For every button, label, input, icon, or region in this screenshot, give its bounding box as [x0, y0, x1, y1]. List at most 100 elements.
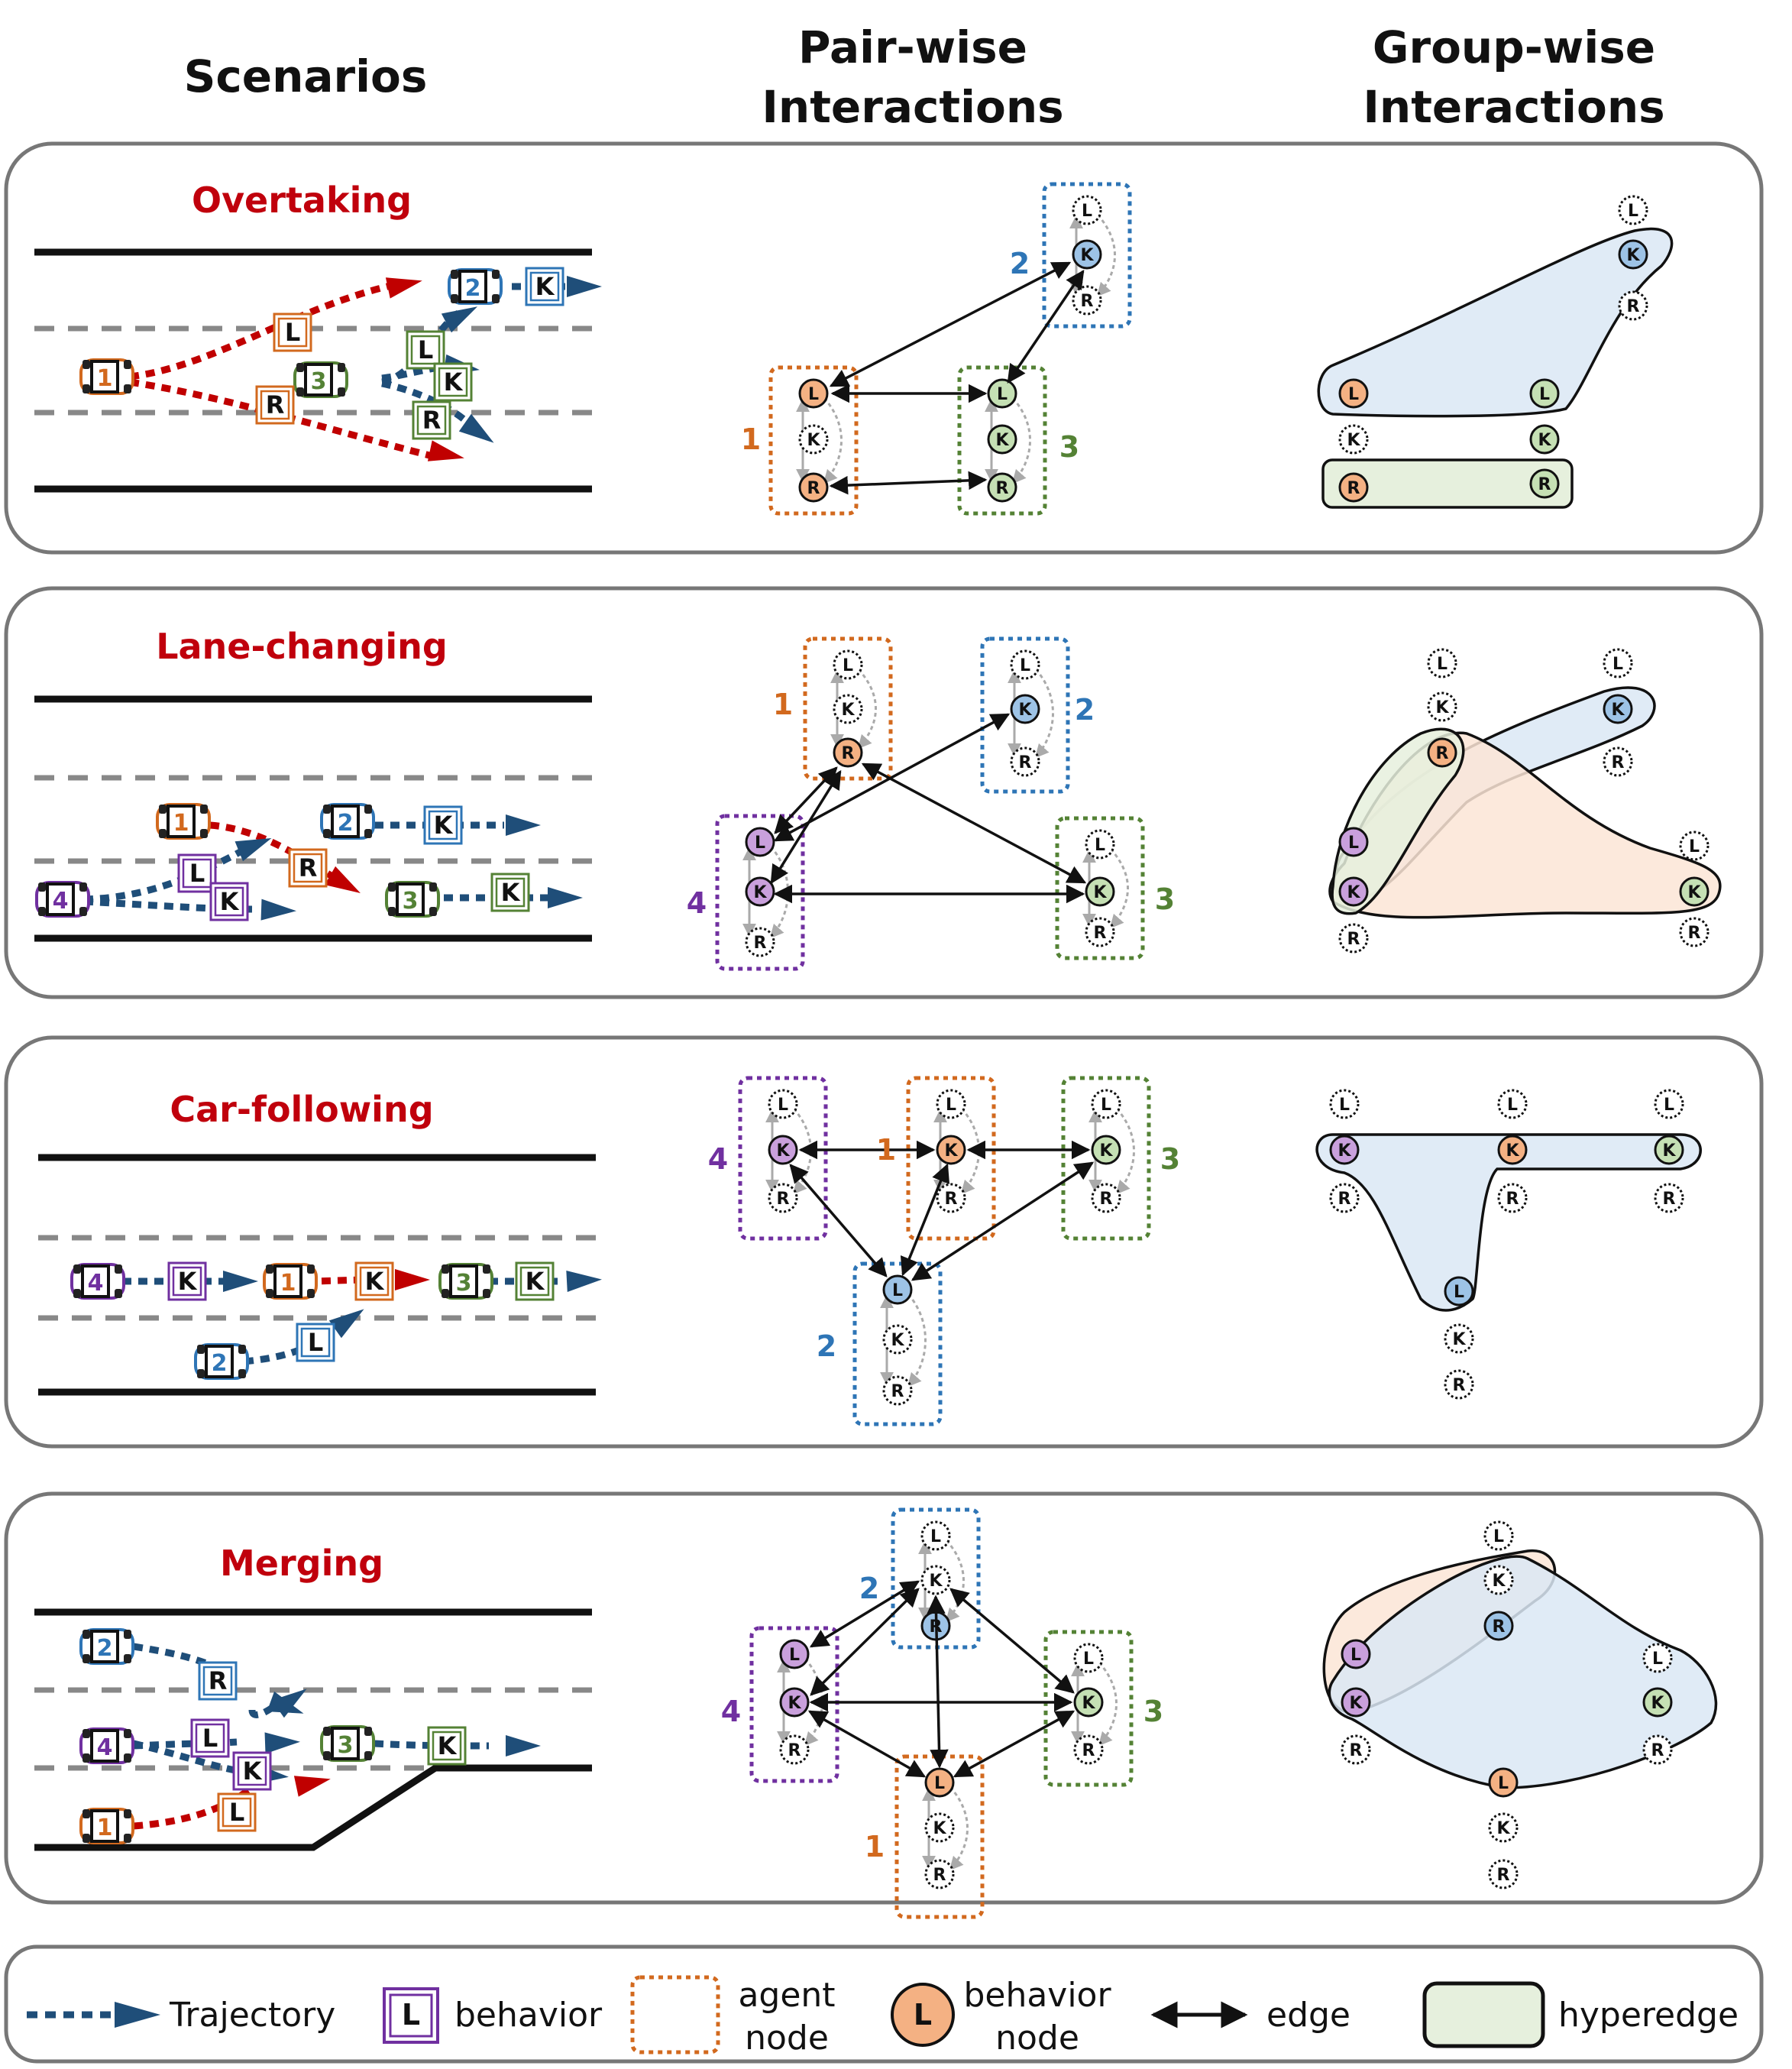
behavior-box-inner: [202, 1666, 233, 1696]
vehicle-number: 3: [456, 1270, 472, 1297]
arrowhead-shape: [235, 838, 272, 862]
trajectory-arrowhead: [441, 306, 478, 333]
vehicle-wheel: [197, 1345, 205, 1354]
vehicle-wheel: [338, 387, 345, 397]
node-letter: K: [1687, 883, 1701, 902]
vehicle-wheel: [124, 360, 131, 369]
behavior-node-L: L: [1603, 648, 1633, 678]
vehicle-wheel: [159, 829, 167, 838]
behavior-box-inner: [410, 335, 441, 365]
header-groupwise-line1: Group-wise: [1373, 21, 1655, 73]
node-letter: R: [1506, 1190, 1519, 1209]
arrowhead-shape: [385, 277, 422, 299]
behavior-node-L: L: [1642, 1643, 1673, 1673]
internal-edge: [1096, 214, 1116, 297]
node-letter: R: [945, 1190, 958, 1209]
node-circle: [1010, 694, 1040, 724]
vehicle-wheel: [388, 882, 396, 892]
behavior-node-L: L: [1085, 829, 1115, 860]
vehicle-wheel: [296, 387, 304, 397]
arrowhead-shape: [293, 1776, 331, 1797]
node-letter: R: [1453, 1376, 1466, 1395]
node-circle: [1618, 195, 1648, 225]
agent-number-label: 2: [817, 1329, 836, 1363]
vehicle-wheel: [364, 1727, 372, 1736]
node-circle: [1085, 876, 1115, 907]
node-letter: R: [788, 1741, 801, 1760]
node-circle: [924, 1859, 955, 1889]
node-letter: R: [1347, 479, 1360, 498]
behavior-box-letter: R: [299, 853, 318, 882]
behavior-box-letter: K: [501, 878, 521, 907]
trajectory-line: [209, 821, 338, 882]
trajectory-arrowhead: [271, 1689, 307, 1718]
arrowhead-shape: [260, 899, 296, 921]
node-letter: L: [997, 385, 1008, 404]
vehicle-wheel: [296, 363, 304, 372]
behavior-node-K: K: [1338, 876, 1369, 907]
behavior-node-R: R: [1679, 917, 1710, 947]
node-letter: K: [1347, 883, 1360, 902]
header-groupwise-line2: Interactions: [1363, 81, 1664, 133]
vehicle-wheel: [338, 363, 345, 372]
behavior-box-L: L: [296, 1323, 335, 1362]
behavior-node-L: L: [1444, 1276, 1474, 1306]
behavior-node-R: R: [1091, 1183, 1121, 1213]
vehicle-wheel: [159, 805, 167, 814]
node-circle: [1338, 472, 1369, 503]
node-circle: [798, 378, 829, 409]
behavior-node-R: R: [1427, 737, 1457, 768]
behavior-box-letter: K: [365, 1267, 385, 1296]
arrowhead-shape: [567, 276, 602, 297]
behavior-node-R: R: [1497, 1183, 1528, 1213]
node-circle: [1091, 1089, 1121, 1119]
behavior-node-R: R: [924, 1859, 955, 1889]
behavior-box-letter: K: [178, 1267, 198, 1296]
vehicle-agent-3: 3: [438, 1263, 493, 1300]
node-circle: [768, 1135, 798, 1165]
behavior-node-K: K: [1085, 876, 1115, 907]
vehicle-number: 1: [97, 365, 113, 392]
behavior-node-R: R: [882, 1375, 913, 1406]
node-letter: K: [933, 1819, 946, 1838]
agent-node-box: [957, 365, 1047, 516]
arrowhead-shape: [458, 413, 494, 443]
behavior-node-K: K: [1483, 1565, 1514, 1595]
agent-node-box: [768, 365, 859, 516]
node-circle: [1603, 746, 1633, 777]
vehicle-wheel: [323, 829, 331, 838]
behavior-node-L: L: [1488, 1767, 1519, 1798]
behavior-box-L: L: [177, 853, 217, 893]
behavior-box-inner: [214, 886, 244, 917]
behavior-node-R: R: [1642, 1734, 1673, 1765]
arrowhead-shape: [506, 814, 541, 836]
legend-frame: [4, 1944, 1764, 2064]
panel-car-following: [4, 1035, 1764, 1449]
node-letter: K: [1349, 1694, 1363, 1713]
vehicle-number: 4: [97, 1734, 113, 1761]
vehicle-wheel: [492, 294, 500, 303]
arrowhead-shape: [566, 1271, 602, 1292]
node-letter: K: [841, 701, 855, 720]
node-letter: R: [1436, 744, 1449, 763]
title-merging: Merging: [220, 1543, 383, 1584]
node-letter: K: [1662, 1141, 1676, 1161]
vehicle-wheel: [492, 270, 500, 279]
agent-number-label: 4: [708, 1142, 728, 1176]
agent-number-label: 2: [1075, 693, 1095, 727]
node-letter: L: [930, 1527, 941, 1546]
behavior-box-letter: L: [285, 318, 300, 347]
behavior-box-letter: L: [202, 1724, 218, 1753]
behavior-node-K: K: [936, 1135, 966, 1165]
arrowhead-shape: [395, 1269, 430, 1290]
vehicle-label-box: [205, 1345, 234, 1378]
vehicle-agent-1: 1: [156, 803, 211, 840]
behavior-node-L: L: [987, 378, 1017, 409]
node-letter: L: [1493, 1527, 1504, 1546]
node-circle: [1603, 648, 1633, 678]
vehicle-wheel: [115, 1264, 122, 1274]
node-letter: K: [1347, 431, 1360, 450]
vehicle-wheel: [323, 805, 331, 814]
behavior-box-letter: L: [308, 1328, 323, 1357]
trajectory-arrowhead: [385, 277, 422, 299]
